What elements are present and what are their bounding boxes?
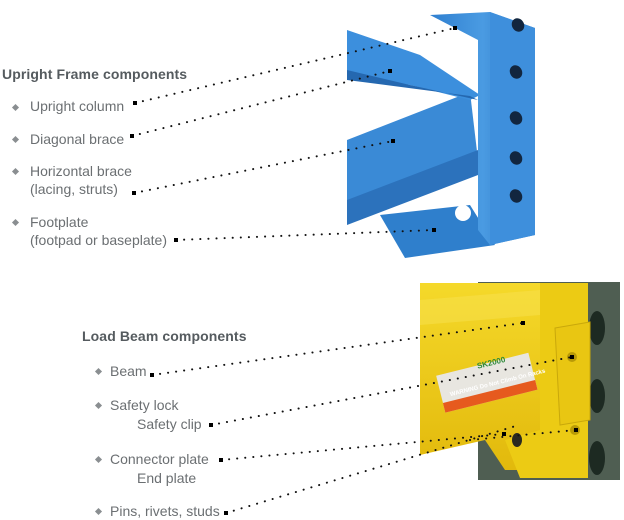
safety-clip-label: Safety clip (137, 416, 202, 432)
footplate-sublabel: (footpad or baseplate) (30, 232, 167, 248)
footplate-label: Footplate (30, 214, 89, 230)
beam-label: Beam (110, 363, 147, 379)
upright-frame-heading: Upright Frame components (2, 66, 188, 82)
connector-plate-label: Connector plate (110, 451, 209, 467)
upright-column-label: Upright column (30, 98, 125, 114)
load-beam-image (420, 282, 620, 480)
pins-rivets-studs-label: Pins, rivets, studs (110, 503, 220, 519)
leader-lines (131, 27, 577, 514)
load-beam-heading: Load Beam components (82, 328, 247, 344)
leader-endpoints (130, 26, 578, 515)
horizontal-brace-label: Horizontal brace (30, 163, 132, 179)
diagonal-brace-label: Diagonal brace (30, 131, 125, 147)
upright-frame-image (347, 12, 535, 258)
safety-lock-label: Safety lock (110, 397, 179, 413)
end-plate-label: End plate (137, 470, 197, 486)
horizontal-brace-sublabel: (lacing, struts) (30, 181, 118, 197)
